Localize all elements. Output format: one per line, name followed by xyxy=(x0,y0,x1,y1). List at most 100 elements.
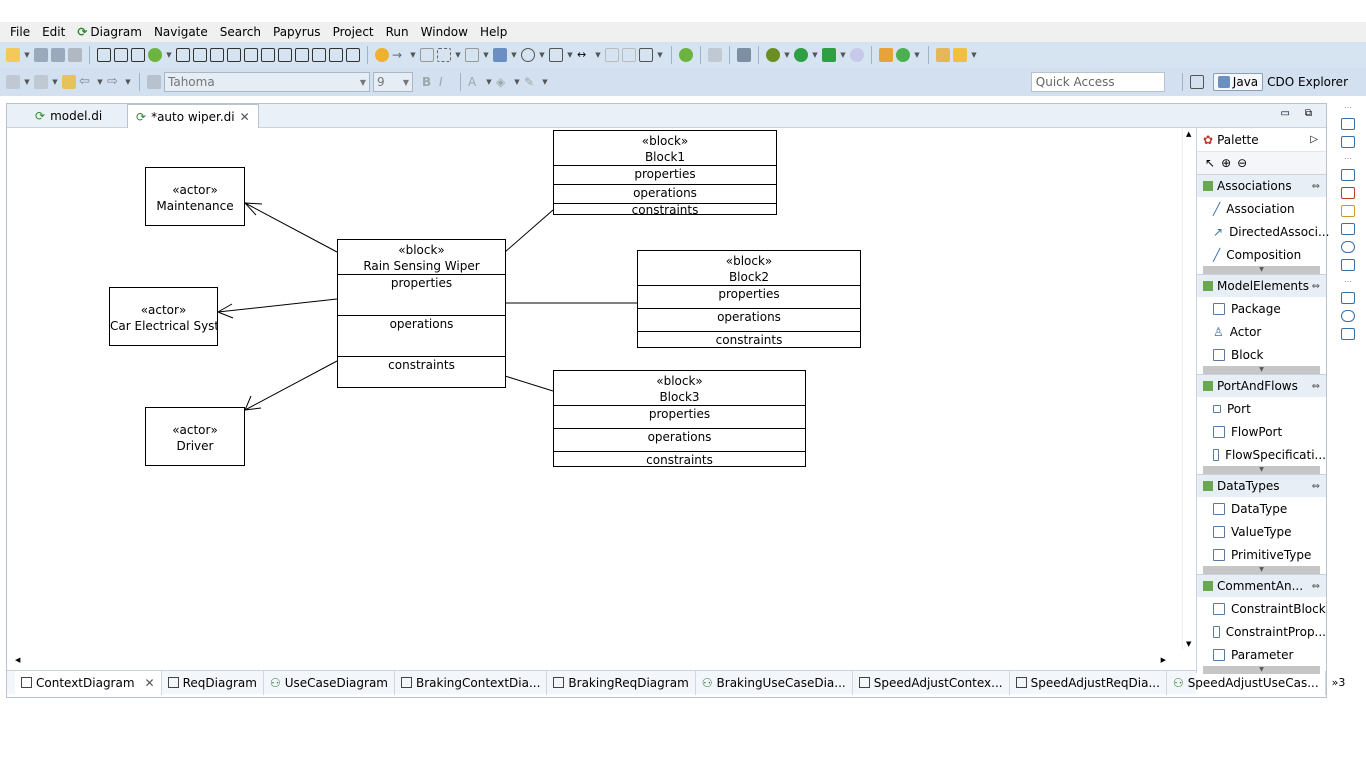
italic-icon[interactable]: I xyxy=(439,75,443,89)
menu-edit[interactable]: Edit xyxy=(42,25,66,39)
console-view-icon[interactable] xyxy=(1341,223,1355,235)
maximize-icon[interactable]: ⧉ xyxy=(1304,108,1312,119)
sysml-diagram-icon[interactable] xyxy=(193,48,207,62)
palette-item-port[interactable]: Port xyxy=(1197,397,1326,420)
perspective-cdo[interactable]: CDO Explorer xyxy=(1267,75,1348,89)
debug-icon[interactable] xyxy=(766,48,780,62)
papyrus-icon[interactable] xyxy=(148,48,162,62)
dropdown-icon[interactable]: ▼ xyxy=(511,51,517,59)
problems-view-icon[interactable] xyxy=(1341,187,1355,199)
association-maintenance[interactable] xyxy=(244,202,338,253)
more-items-icon[interactable]: ▼ xyxy=(1203,466,1320,474)
block-block1[interactable]: «block» Block1 properties operations con… xyxy=(553,130,777,215)
diagram-tab-speed-context[interactable]: SpeedAdjustContex... xyxy=(853,670,1010,695)
diagram-tab-usecase[interactable]: ⚇UseCaseDiagram xyxy=(264,670,395,695)
sysml-diagram-icon[interactable] xyxy=(278,48,292,62)
collapse-palette-icon[interactable]: ▷ xyxy=(1310,134,1318,145)
more-items-icon[interactable]: ▼ xyxy=(1203,266,1320,274)
actor-driver[interactable]: «actor» Driver xyxy=(145,407,245,466)
zoom-out-icon[interactable]: ⊖ xyxy=(1237,156,1248,170)
sysml-diagram-icon[interactable] xyxy=(312,48,326,62)
pin-drawer-icon[interactable]: ⇔ xyxy=(1311,380,1320,392)
association-car-electrical[interactable] xyxy=(217,298,338,313)
zoom-icon[interactable] xyxy=(639,48,653,62)
palette-item-datatype[interactable]: DataType xyxy=(1197,497,1326,520)
dropdown-icon[interactable]: ▼ xyxy=(52,78,58,86)
sysml-diagram-icon[interactable] xyxy=(227,48,241,62)
palette-item-block[interactable]: Block xyxy=(1197,343,1326,366)
font-size-select[interactable]: 9▼ xyxy=(373,72,413,92)
menu-file[interactable]: File xyxy=(10,25,31,39)
operations-compartment[interactable]: operations xyxy=(638,308,860,331)
chevron-left-icon[interactable]: ◀ xyxy=(15,656,21,664)
dropdown-icon[interactable]: ▼ xyxy=(166,51,172,59)
block-block3[interactable]: «block» Block3 properties operations con… xyxy=(553,370,806,467)
menu-diagram[interactable]: ⟳Diagram xyxy=(71,22,148,42)
bold-icon[interactable]: B xyxy=(422,75,432,89)
dropdown-icon[interactable]: ▼ xyxy=(784,51,790,59)
sysml-diagram-icon[interactable] xyxy=(244,48,258,62)
new-dropdown-icon[interactable]: ▼ xyxy=(24,51,30,59)
association-block1[interactable] xyxy=(504,209,554,253)
diagram-tab-braking-usecase[interactable]: ⚇BrakingUseCaseDia... xyxy=(696,670,853,695)
drawer-header[interactable]: DataTypes⇔ xyxy=(1197,475,1326,497)
new-icon[interactable] xyxy=(6,48,20,62)
help-view-icon[interactable] xyxy=(1341,310,1355,322)
dropdown-icon[interactable]: ▼ xyxy=(595,51,601,59)
diagram-tab-speed-req[interactable]: SpeedAdjustReqDia... xyxy=(1010,670,1167,695)
properties-view-icon[interactable] xyxy=(1341,205,1355,217)
menu-navigate[interactable]: Navigate xyxy=(153,25,208,39)
fill-color-icon[interactable]: ◈ xyxy=(496,75,506,89)
restore-icon[interactable] xyxy=(1341,118,1355,130)
diagram-tab-req[interactable]: ReqDiagram xyxy=(162,670,264,695)
sysml-diagram-icon[interactable] xyxy=(295,48,309,62)
sysml-diagram-icon[interactable] xyxy=(176,48,190,62)
dropdown-icon[interactable]: ▼ xyxy=(97,78,103,86)
palette-item-directed-association[interactable]: ↗DirectedAssoci... xyxy=(1197,220,1329,243)
distribute-icon[interactable] xyxy=(549,48,563,62)
sysml-diagram-icon[interactable] xyxy=(346,48,360,62)
tab-auto-wiper-di[interactable]: ⟳*auto wiper.di✕ xyxy=(127,104,259,128)
chevron-down-icon[interactable]: ▼ xyxy=(1186,640,1192,648)
association-block3[interactable] xyxy=(504,375,554,392)
dropdown-icon[interactable]: ▼ xyxy=(657,51,663,59)
format-icon[interactable] xyxy=(34,75,48,89)
restore-icon[interactable] xyxy=(1341,292,1355,304)
arrange-icon[interactable] xyxy=(465,48,479,62)
constraints-compartment[interactable]: constraints xyxy=(638,331,860,347)
drawer-header[interactable]: PortAndFlows⇔ xyxy=(1197,375,1326,397)
dropdown-icon[interactable]: ▼ xyxy=(914,51,920,59)
vertical-scrollbar[interactable]: ▲ ▼ xyxy=(1182,128,1196,650)
drawer-header[interactable]: CommentAn...⇔ xyxy=(1197,575,1326,597)
constraints-compartment[interactable]: constraints xyxy=(338,356,505,387)
palette-item-valuetype[interactable]: ValueType xyxy=(1197,520,1326,543)
papyrus-icon[interactable] xyxy=(679,48,693,62)
link-icon[interactable] xyxy=(375,48,389,62)
restore-icon[interactable] xyxy=(1341,169,1355,181)
properties-compartment[interactable]: properties xyxy=(338,274,505,315)
zoom-in-icon[interactable]: ⊕ xyxy=(1221,156,1232,170)
diagram-tool-icon[interactable] xyxy=(97,48,111,62)
operations-compartment[interactable]: operations xyxy=(554,184,776,203)
dropdown-icon[interactable]: ▼ xyxy=(410,51,416,59)
palette-item-package[interactable]: Package xyxy=(1197,297,1326,320)
paint-icon[interactable] xyxy=(147,75,161,89)
back-icon[interactable]: ⇦ xyxy=(79,74,90,89)
resize-icon[interactable]: ↔ xyxy=(577,48,587,61)
pen-icon[interactable] xyxy=(708,48,722,62)
properties-compartment[interactable]: properties xyxy=(554,165,776,184)
operations-compartment[interactable]: operations xyxy=(338,315,505,356)
palette-item-composition[interactable]: ╱Composition xyxy=(1197,243,1326,266)
outline-view-icon[interactable] xyxy=(1341,136,1355,148)
chevron-right-icon[interactable]: ▶ xyxy=(1160,656,1166,664)
dropdown-icon[interactable]: ▼ xyxy=(840,51,846,59)
run-icon[interactable] xyxy=(794,48,808,62)
dropdown-icon[interactable]: ▼ xyxy=(567,51,573,59)
menu-search[interactable]: Search xyxy=(219,25,261,39)
pin-drawer-icon[interactable]: ⇔ xyxy=(1311,180,1320,192)
palette-item-parameter[interactable]: Parameter xyxy=(1197,643,1326,666)
actor-maintenance[interactable]: «actor» Maintenance xyxy=(145,167,245,226)
pin-icon[interactable] xyxy=(737,48,751,62)
forward-icon[interactable]: ⇨ xyxy=(107,74,118,89)
layer-icon[interactable] xyxy=(622,48,636,62)
